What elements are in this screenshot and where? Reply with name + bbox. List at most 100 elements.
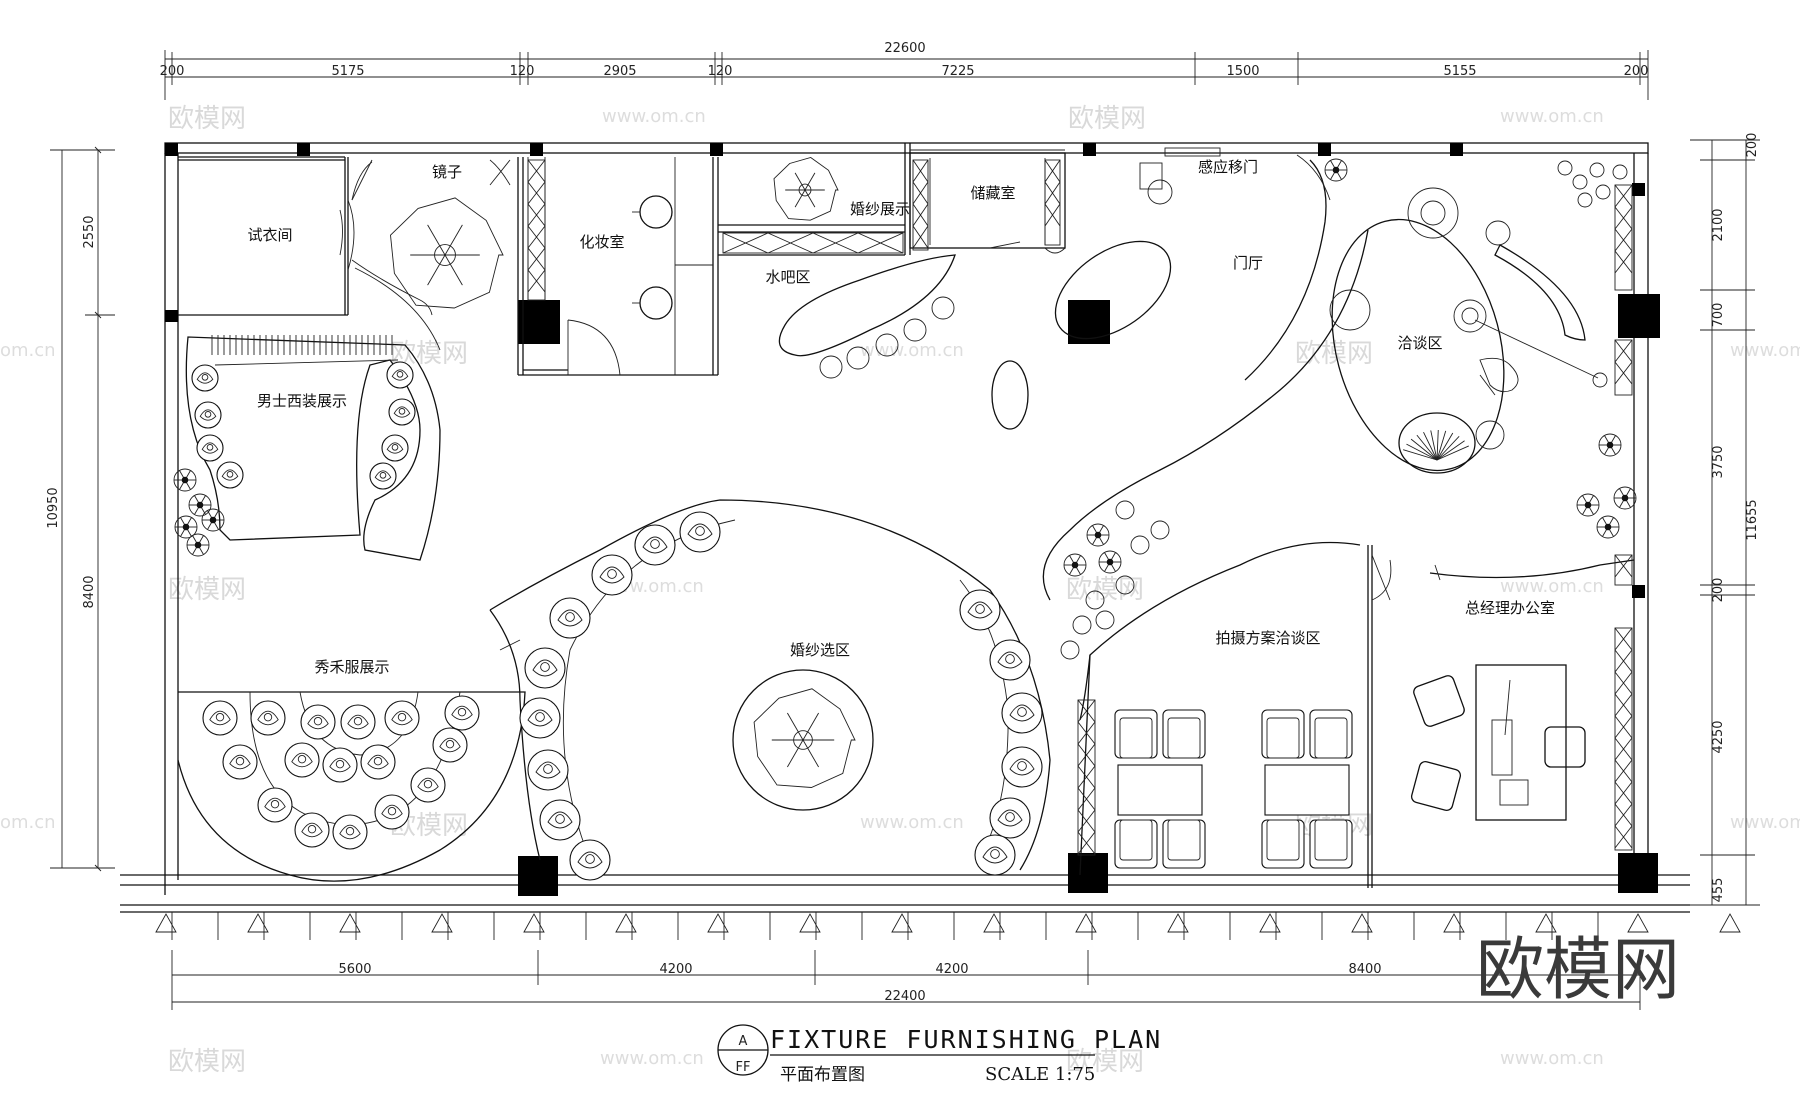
dress-mannequin bbox=[591, 554, 633, 596]
shelf-brace bbox=[1614, 693, 1633, 717]
shelf-unit bbox=[1077, 699, 1096, 856]
shrub-plant bbox=[1086, 523, 1110, 547]
shelf-brace bbox=[912, 203, 929, 227]
dress-mannequin bbox=[410, 767, 446, 803]
dress-mannequin bbox=[374, 794, 410, 830]
dim-top-seg: 7225 bbox=[941, 64, 974, 79]
plant-outline bbox=[753, 688, 856, 788]
dress-outline bbox=[1001, 692, 1043, 734]
dress-core bbox=[975, 604, 985, 614]
facade-triangle bbox=[247, 913, 269, 933]
shrub-core bbox=[181, 476, 189, 484]
lounge-chair-cushion bbox=[1266, 819, 1300, 861]
dim-bottom-seg: 4200 bbox=[935, 962, 968, 977]
plant-core bbox=[798, 183, 812, 197]
shelf-brace bbox=[527, 203, 546, 227]
shelf-brace bbox=[527, 181, 546, 205]
lounge-chair bbox=[1309, 819, 1353, 869]
label-menswear-display: 男士西装展示 bbox=[257, 392, 347, 410]
dress-core bbox=[543, 764, 553, 774]
dress-core bbox=[1005, 812, 1015, 822]
dress-outline bbox=[369, 462, 397, 490]
building-walls bbox=[120, 142, 1741, 940]
shelf-brace bbox=[1077, 743, 1096, 767]
dress-outline bbox=[322, 747, 358, 783]
dress-detail bbox=[1009, 758, 1035, 776]
dim-right-seg: 2100 bbox=[1711, 208, 1726, 241]
gm-chair bbox=[1544, 726, 1586, 768]
column-block bbox=[1618, 294, 1660, 338]
pebble-plant bbox=[1577, 192, 1593, 208]
title-block: A FF FIXTURE FURNISHING PLAN 平面布置图 SCALE… bbox=[717, 1024, 1160, 1085]
dress-detail bbox=[997, 651, 1023, 669]
structural-columns bbox=[165, 143, 1660, 896]
dress-core bbox=[379, 472, 387, 479]
shelf-brace bbox=[1077, 699, 1096, 723]
dress-detail bbox=[374, 470, 392, 482]
fan-rib bbox=[1436, 436, 1460, 461]
fan-chair bbox=[1398, 412, 1476, 474]
dress-mannequin bbox=[527, 749, 569, 791]
facade-triangle bbox=[523, 913, 545, 933]
dress-detail bbox=[997, 809, 1023, 827]
dim-right-seg: 455 bbox=[1711, 878, 1726, 903]
dress-core bbox=[535, 712, 545, 722]
shelf-brace bbox=[1614, 715, 1633, 739]
dress-mannequin bbox=[250, 700, 286, 736]
lounge-chair bbox=[1309, 709, 1353, 759]
facade-triangle bbox=[1443, 913, 1465, 933]
facade-triangle bbox=[1351, 913, 1373, 933]
dress-outline bbox=[257, 787, 293, 823]
dress-core bbox=[387, 806, 397, 816]
dress-mannequin bbox=[360, 744, 396, 780]
shelf-unit bbox=[1614, 339, 1633, 396]
shelf-brace bbox=[1614, 825, 1633, 849]
watermark-url: www.om.cn bbox=[602, 106, 706, 127]
shelf-brace bbox=[1077, 721, 1096, 745]
fan-rib bbox=[1436, 432, 1454, 461]
shelf-brace bbox=[1614, 627, 1633, 651]
dress-mannequin bbox=[519, 697, 561, 739]
dress-detail bbox=[451, 705, 473, 721]
pebble-plant bbox=[1572, 174, 1588, 190]
dress-mannequin bbox=[191, 364, 219, 392]
shelf-brace bbox=[1614, 737, 1633, 761]
dress-core bbox=[540, 662, 550, 672]
shelf-brace bbox=[812, 232, 859, 254]
lounge-chair bbox=[1114, 709, 1158, 759]
shrub-plant bbox=[1324, 158, 1348, 182]
column-block bbox=[1618, 853, 1658, 893]
label-fitting-room: 试衣间 bbox=[247, 226, 292, 244]
fan-rib bbox=[1416, 434, 1438, 461]
display-flower-arrangement bbox=[773, 157, 839, 221]
fan-rib bbox=[1406, 443, 1438, 461]
dress-core bbox=[990, 849, 1000, 859]
dress-outline bbox=[294, 812, 330, 848]
dress-mannequin bbox=[196, 434, 224, 462]
top-dimensions: 22600 200 5175 120 2905 120 7225 1500 51… bbox=[160, 41, 1649, 100]
shrub-core bbox=[194, 541, 202, 549]
furniture bbox=[177, 187, 1608, 882]
dress-outline bbox=[959, 589, 1001, 631]
shelf-brace bbox=[1614, 228, 1633, 252]
guest-chair bbox=[1410, 760, 1462, 812]
gm-desk bbox=[1475, 664, 1567, 821]
shelf-brace bbox=[1614, 803, 1633, 827]
dress-detail bbox=[196, 372, 214, 384]
dress-detail bbox=[642, 536, 668, 554]
dress-core bbox=[215, 712, 225, 722]
facade-triangle bbox=[1075, 913, 1097, 933]
dress-detail bbox=[439, 737, 461, 753]
dress-core bbox=[307, 824, 317, 834]
pebble-plant bbox=[1557, 160, 1573, 176]
plan-scale: SCALE 1:75 bbox=[985, 1064, 1095, 1085]
shrub-core bbox=[196, 501, 204, 509]
lounge-chair-cushion bbox=[1119, 819, 1153, 861]
mirror-flower-arrangement bbox=[390, 197, 504, 309]
lounge-chair-cushion bbox=[1167, 717, 1201, 759]
dress-mannequin bbox=[444, 695, 480, 731]
shelf-brace bbox=[1614, 554, 1633, 578]
dress-mannequin bbox=[1001, 692, 1043, 734]
label-storage: 储藏室 bbox=[970, 184, 1015, 202]
plant-vein bbox=[787, 739, 804, 768]
